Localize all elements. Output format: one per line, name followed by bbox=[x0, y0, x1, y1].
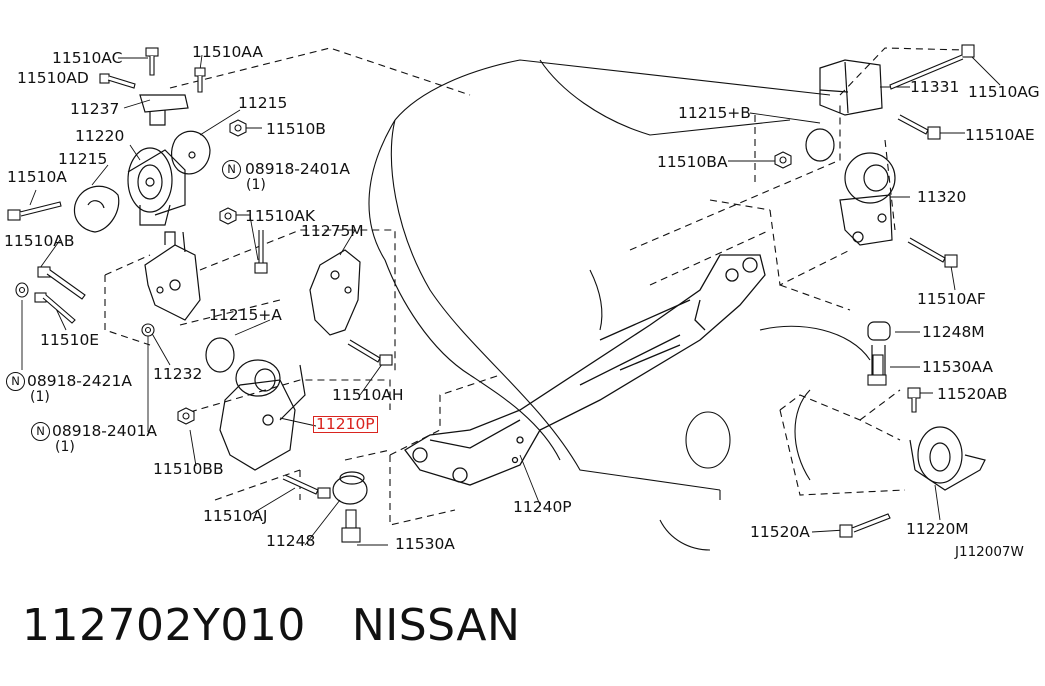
label-11510AA: 11510AA bbox=[192, 43, 263, 61]
label-08918-2401A-top: 08918-2401A bbox=[245, 160, 350, 178]
label-11510AJ: 11510AJ bbox=[203, 507, 268, 525]
label-11510B: 11510B bbox=[266, 120, 326, 138]
label-11510AE: 11510AE bbox=[965, 126, 1035, 144]
bracket-11232 bbox=[144, 231, 201, 321]
label-11220M: 11220M bbox=[906, 520, 969, 538]
bolt-11520A bbox=[839, 513, 891, 538]
n-symbol-icon: N bbox=[31, 422, 50, 441]
stud-11530A bbox=[341, 509, 361, 543]
bolt-11510AG bbox=[889, 44, 975, 90]
bolt-11510AH bbox=[347, 339, 393, 366]
mount-11220M bbox=[909, 426, 986, 491]
bracket-11237 bbox=[139, 94, 189, 126]
label-11510E: 11510E bbox=[40, 331, 100, 349]
label-11510AB: 11510AB bbox=[4, 232, 75, 250]
label-11210P-highlighted[interactable]: 11210P bbox=[313, 416, 378, 433]
n-symbol-icon: N bbox=[6, 372, 25, 391]
nut-11510BB bbox=[177, 407, 195, 425]
part-number: 112702Y010 bbox=[22, 600, 306, 651]
dashed-guide-lines bbox=[104, 47, 966, 526]
label-11232: 11232 bbox=[153, 365, 203, 383]
label-11215-A: 11215+A bbox=[209, 306, 282, 324]
bracket-11331 bbox=[819, 59, 883, 116]
label-11530A: 11530A bbox=[395, 535, 455, 553]
label-11510AF: 11510AF bbox=[917, 290, 986, 308]
mount-11220 bbox=[127, 147, 186, 226]
nut-11510B bbox=[229, 119, 247, 137]
mount-11210P bbox=[219, 359, 306, 471]
insulator-11215-left bbox=[73, 185, 120, 233]
label-11510AC: 11510AC bbox=[52, 49, 123, 67]
nut-11510BA bbox=[774, 151, 792, 169]
bolt-11510AE bbox=[897, 114, 941, 140]
bolt-11510AF bbox=[907, 237, 958, 268]
label-11510AK: 11510AK bbox=[245, 207, 316, 225]
label-11520AB: 11520AB bbox=[937, 385, 1008, 403]
body-outline bbox=[368, 59, 871, 551]
qty-mark-top: (1) bbox=[246, 177, 266, 193]
bolt-11510E bbox=[34, 292, 76, 324]
nut-group bbox=[15, 119, 792, 425]
nut-11510AK bbox=[219, 207, 237, 225]
label-11510AD: 11510AD bbox=[17, 69, 89, 87]
label-11237: 11237 bbox=[70, 100, 120, 118]
label-11220: 11220 bbox=[75, 127, 125, 145]
label-11520A: 11520A bbox=[750, 523, 810, 541]
footer-caption: 112702Y010 NISSAN bbox=[22, 600, 520, 651]
bolt-11520AB bbox=[907, 387, 921, 413]
insulator-11215B bbox=[805, 128, 835, 162]
brand-name: NISSAN bbox=[351, 600, 521, 651]
label-11215-B: 11215+B bbox=[678, 104, 751, 122]
label-11510AG: 11510AG bbox=[968, 83, 1040, 101]
bolt-11510AA bbox=[194, 67, 206, 93]
washer-08918-2421A bbox=[15, 282, 29, 298]
label-11320: 11320 bbox=[917, 188, 967, 206]
n-symbol-icon: N bbox=[222, 160, 241, 179]
mount-11320 bbox=[839, 152, 896, 246]
bolt-11510A bbox=[7, 201, 62, 221]
label-11240P: 11240P bbox=[513, 498, 572, 516]
label-08918-2421A: 08918-2421A bbox=[27, 372, 132, 390]
bolt-11510AK bbox=[254, 230, 268, 274]
bolt-group bbox=[7, 44, 975, 543]
label-08918-2401A-bottom: 08918-2401A bbox=[52, 422, 157, 440]
label-11248M: 11248M bbox=[922, 323, 985, 341]
qty-mark-mid: (1) bbox=[30, 389, 50, 405]
washer-08918-2401A bbox=[141, 323, 155, 337]
label-11510BA: 11510BA bbox=[657, 153, 728, 171]
bolt-11510AC bbox=[145, 47, 159, 76]
bolt-11510AJ bbox=[282, 474, 331, 499]
label-11331: 11331 bbox=[910, 78, 960, 96]
bolt-11510AD bbox=[99, 73, 136, 89]
label-11248: 11248 bbox=[266, 532, 316, 550]
bolt-11510AB bbox=[37, 266, 86, 300]
label-11275M: 11275M bbox=[301, 222, 364, 240]
stud-11530AA bbox=[867, 354, 887, 386]
label-11510AH: 11510AH bbox=[332, 386, 404, 404]
label-11510BB: 11510BB bbox=[153, 460, 224, 478]
label-11215-top: 11215 bbox=[238, 94, 288, 112]
label-11215-left: 11215 bbox=[58, 150, 108, 168]
insulator-11215A bbox=[205, 337, 235, 373]
label-11510A: 11510A bbox=[7, 168, 67, 186]
insulator-11215-top bbox=[171, 130, 211, 175]
label-11530AA: 11530AA bbox=[922, 358, 993, 376]
crossmember-11240P bbox=[404, 254, 766, 486]
parts-diagram bbox=[7, 44, 1001, 551]
leader-lines bbox=[21, 54, 1001, 546]
bracket-11275M bbox=[309, 249, 361, 336]
bushing-11248 bbox=[332, 471, 368, 505]
diagram-code: J112007W bbox=[955, 544, 1024, 560]
qty-mark-bottom: (1) bbox=[55, 439, 75, 455]
